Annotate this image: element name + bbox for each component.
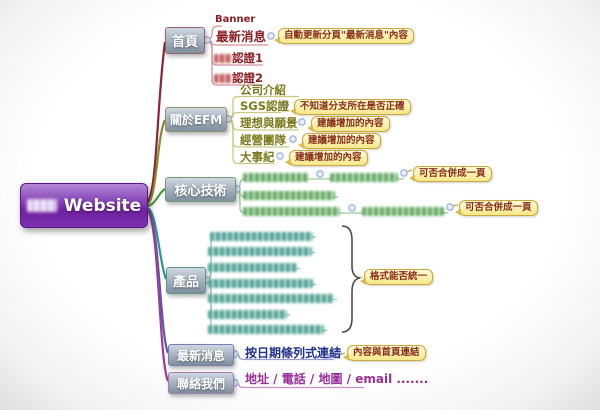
root-redacted-prefix (26, 199, 57, 212)
node-root[interactable]: Website (20, 183, 148, 228)
node-company-intro[interactable]: 公司介紹 (240, 83, 286, 97)
node-core-row3b[interactable] (362, 202, 444, 220)
node-core-row1b[interactable] (330, 168, 398, 186)
callout-news[interactable]: 內容與首頁連結 (343, 345, 426, 361)
callout-sgs[interactable]: 不知道分支所在是否正確 (290, 99, 411, 115)
node-home-label: 首頁 (171, 35, 198, 50)
core-row1-redacted-b (330, 173, 398, 182)
cert1-label: 認證1 (232, 51, 264, 65)
node-product-3[interactable] (208, 258, 297, 276)
node-products[interactable]: 產品 (166, 267, 206, 294)
callout-home-news[interactable]: 自動更新分頁"最新消息"內容 (274, 28, 414, 44)
node-news[interactable]: 最新消息 (168, 344, 234, 366)
branch-line-contact (146, 209, 170, 382)
node-core-row2[interactable] (243, 186, 335, 204)
product-3-redacted (208, 263, 297, 272)
product-4-redacted (208, 279, 313, 288)
node-about[interactable]: 關於EFM (165, 107, 227, 132)
node-product-5[interactable] (208, 289, 334, 307)
node-core-row1[interactable] (243, 168, 309, 186)
node-core-row3[interactable] (243, 202, 340, 220)
product-7-redacted (208, 325, 324, 334)
node-vision[interactable]: 理想與願景 (240, 116, 298, 130)
branch-line-products (146, 206, 168, 280)
node-product-1[interactable] (210, 227, 313, 245)
node-team[interactable]: 經營團隊 (240, 133, 286, 147)
callout-core-row3[interactable]: 可否合併成一頁 (455, 200, 538, 216)
callout-milestones[interactable]: 建議增加的內容 (285, 150, 368, 166)
branch-line-core (146, 188, 166, 208)
node-banner[interactable]: Banner (215, 14, 256, 25)
node-product-2[interactable] (208, 242, 312, 260)
callout-products-group[interactable]: 格式能否統一 (359, 269, 434, 285)
node-product-6[interactable] (208, 305, 287, 323)
cert2-label: 認證2 (232, 71, 264, 85)
node-home[interactable]: 首頁 (165, 27, 205, 54)
main-branch-curves (146, 41, 170, 382)
node-product-7[interactable] (208, 320, 324, 338)
product-6-redacted (208, 310, 287, 319)
node-home-news[interactable]: 最新消息 (216, 29, 267, 44)
cert1-redacted (214, 54, 232, 63)
core-row1-redacted-a (243, 173, 309, 182)
callout-core-row1[interactable]: 可否合併成一頁 (409, 166, 492, 182)
node-milestones[interactable]: 大事紀 (240, 150, 275, 164)
node-sgs[interactable]: SGS認證 (240, 99, 290, 113)
branch-line-home (146, 41, 167, 203)
callout-team[interactable]: 建議增加的內容 (298, 133, 381, 149)
products-group-brace (341, 225, 361, 333)
product-5-redacted (208, 294, 334, 303)
node-contact-info[interactable]: 地址 / 電話 / 地圖 / email ....... (245, 372, 429, 386)
node-contact-label: 聯絡我們 (176, 376, 225, 391)
node-cert1[interactable]: 認證1 (214, 52, 263, 65)
core-row3-redacted-a (243, 207, 340, 216)
node-cert2[interactable]: 認證2 (214, 72, 263, 85)
node-news-by-date[interactable]: 按日期條列式連結 (245, 346, 342, 360)
node-products-label: 產品 (172, 275, 199, 290)
product-2-redacted (208, 247, 312, 256)
node-core[interactable]: 核心技術 (165, 177, 236, 202)
node-about-label: 關於EFM (169, 113, 223, 127)
product-1-redacted (210, 232, 313, 241)
node-core-label: 核心技術 (174, 184, 227, 199)
branch-line-news (146, 207, 170, 354)
branch-line-about (146, 119, 167, 206)
root-label: Website (63, 195, 142, 216)
cert2-redacted (214, 74, 232, 83)
node-contact[interactable]: 聯絡我們 (168, 372, 234, 394)
node-news-label: 最新消息 (176, 348, 225, 363)
core-row2-redacted (243, 191, 335, 200)
core-row3-redacted-b (362, 207, 444, 216)
node-product-4[interactable] (208, 274, 313, 292)
callout-vision[interactable]: 建議增加的內容 (307, 116, 390, 132)
